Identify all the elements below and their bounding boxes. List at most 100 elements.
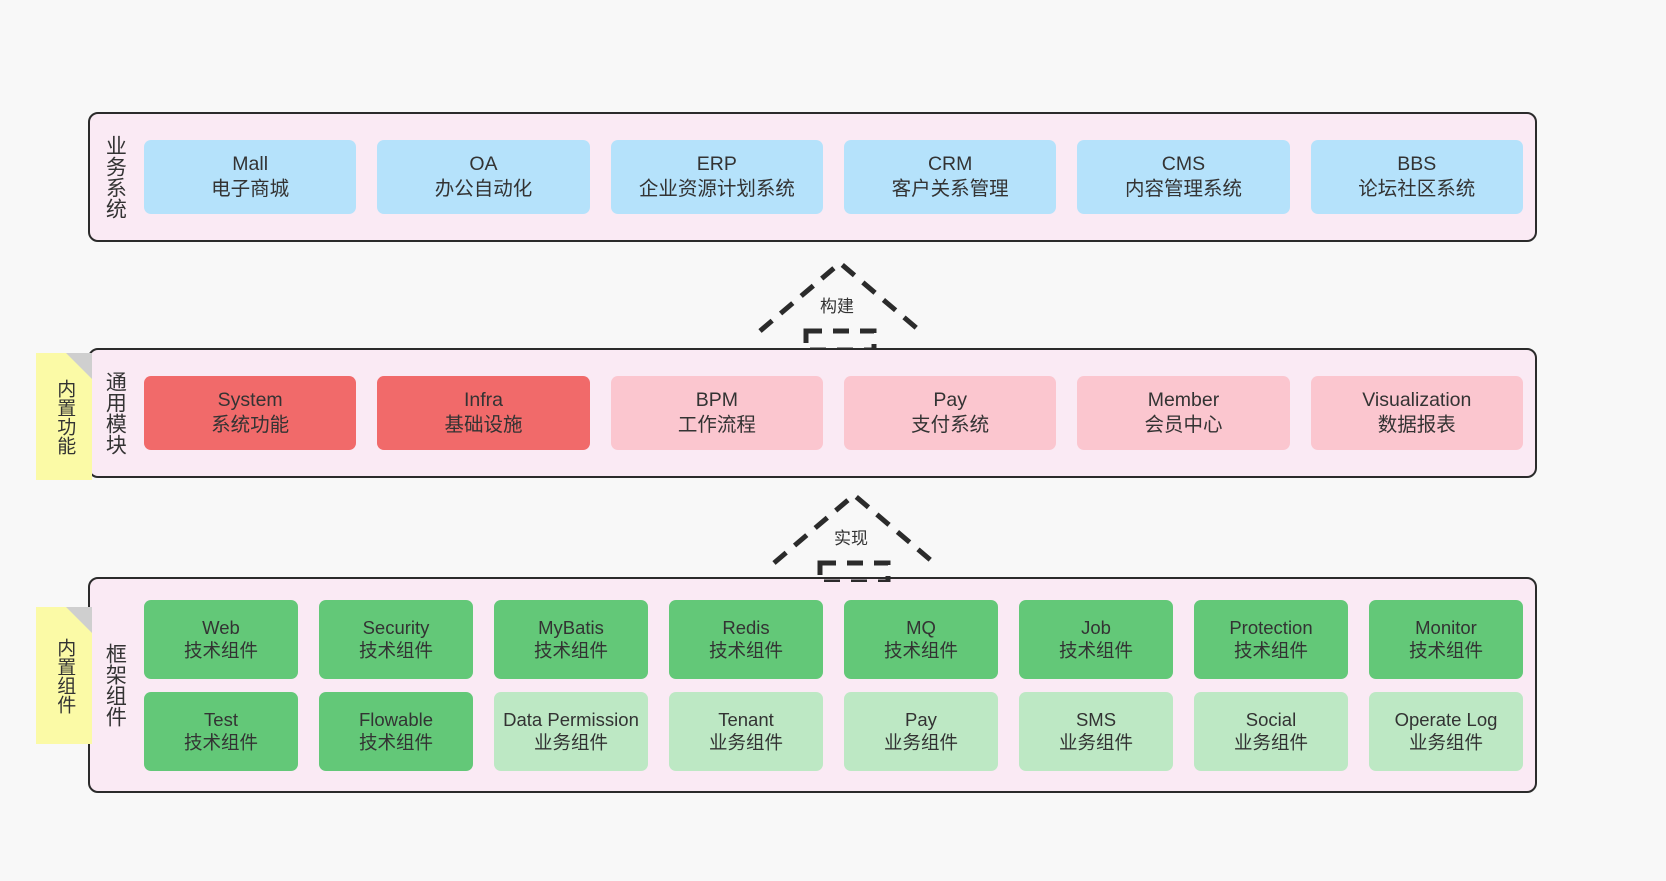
connector-implement-arrow — [772, 491, 936, 582]
cell-desc: 技术组件 — [1408, 640, 1483, 661]
cell-desc: 支付系统 — [911, 414, 990, 436]
cell-desc: 业务组件 — [883, 732, 958, 753]
cell-name: CRM — [927, 153, 973, 176]
band-title-business: 业务系统 — [103, 135, 127, 219]
cell-desc: 工作流程 — [677, 414, 756, 436]
cell-name: Job — [1081, 616, 1111, 638]
band-title-modules: 通用模块 — [103, 371, 127, 455]
connector-implement-label: 实现 — [834, 529, 868, 548]
note-fold-corner-icon — [66, 353, 92, 379]
cell-desc: 业务组件 — [1408, 732, 1483, 753]
cell-desc: 办公自动化 — [434, 178, 533, 200]
cell-desc: 技术组件 — [358, 732, 433, 753]
cell-desc: 客户关系管理 — [891, 178, 1009, 200]
cell-name: MyBatis — [538, 616, 604, 638]
cell-name: BPM — [695, 389, 738, 412]
cell-desc: 技术组件 — [1233, 640, 1308, 661]
cell-desc: 业务组件 — [708, 732, 783, 753]
cell-desc: 会员中心 — [1144, 414, 1223, 436]
band-title-framework: 框架组件 — [103, 643, 127, 727]
cell-name: SMS — [1075, 708, 1117, 730]
cell-desc: 系统功能 — [211, 414, 290, 436]
cell-name: Web — [202, 616, 240, 638]
cell-desc: 企业资源计划系统 — [638, 178, 795, 200]
cell-name: Infra — [463, 389, 503, 412]
cell-name: Pay — [933, 389, 967, 412]
cell-name: OA — [469, 153, 498, 176]
cell-name: Security — [362, 616, 430, 638]
cell-desc: 技术组件 — [1058, 640, 1133, 661]
cell-desc: 内容管理系统 — [1124, 178, 1242, 200]
cell-desc: 技术组件 — [183, 640, 258, 661]
cell-desc: 技术组件 — [183, 732, 258, 753]
cell-name: Mall — [232, 153, 269, 176]
cell-name: Tenant — [718, 708, 774, 730]
cell-desc: 业务组件 — [1233, 732, 1308, 753]
cell-name: Flowable — [358, 708, 434, 730]
cell-desc: 电子商城 — [211, 178, 290, 200]
cell-name: Member — [1147, 389, 1220, 412]
cell-name: System — [217, 389, 283, 412]
cell-desc: 数据报表 — [1377, 414, 1456, 436]
cell-desc: 技术组件 — [358, 640, 433, 661]
cell-desc: 业务组件 — [1058, 732, 1133, 753]
cell-desc: 论坛社区系统 — [1358, 178, 1476, 200]
note-builtin-features-label: 内置功能 — [54, 378, 76, 455]
cell-name: ERP — [696, 153, 737, 176]
cell-name: Monitor — [1415, 616, 1477, 638]
cell-name: BBS — [1397, 153, 1437, 176]
cell-desc: 技术组件 — [533, 640, 608, 661]
cell-name: Operate Log — [1394, 708, 1498, 730]
cell-name: Test — [204, 708, 238, 730]
note-builtin-components: 内置组件 — [36, 607, 92, 744]
connector-build-label: 构建 — [820, 297, 854, 316]
cell-name: Redis — [722, 616, 770, 638]
cell-name: Protection — [1229, 616, 1313, 638]
cell-name: MQ — [906, 616, 936, 638]
cell-desc: 业务组件 — [533, 732, 608, 753]
note-builtin-features: 内置功能 — [36, 353, 92, 480]
cell-desc: 技术组件 — [708, 640, 783, 661]
cell-desc: 技术组件 — [883, 640, 958, 661]
cell-desc: 基础设施 — [444, 414, 523, 436]
cell-name: Visualization — [1362, 389, 1472, 412]
